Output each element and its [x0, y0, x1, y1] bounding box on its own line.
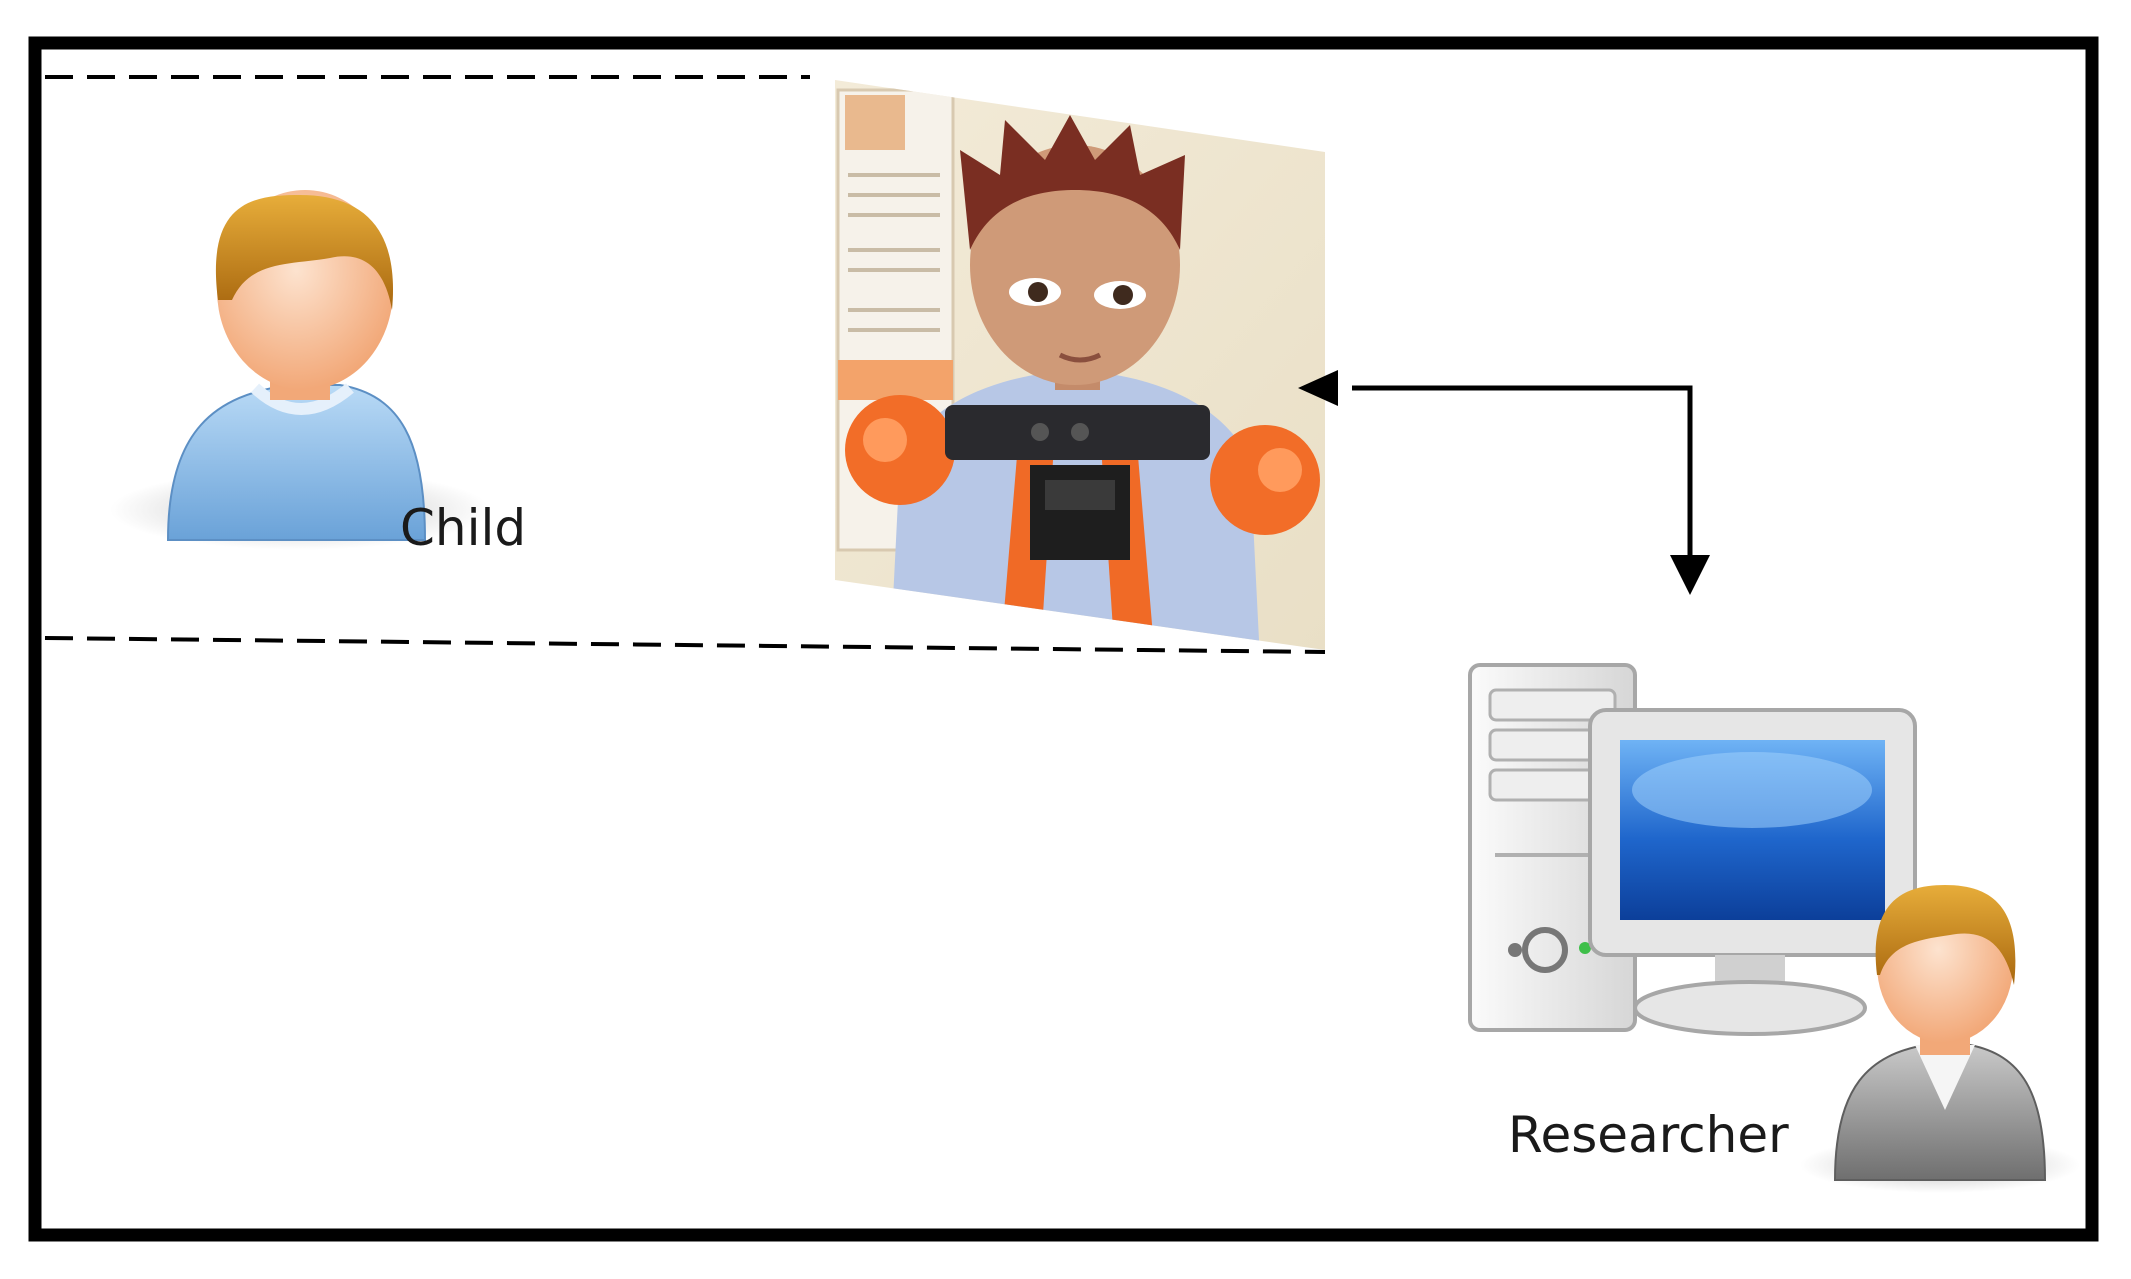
bidirectional-arrow: [1298, 370, 1710, 595]
robot-photo: [835, 80, 1325, 650]
child-user-icon: [110, 190, 490, 550]
outer-frame: [28, 36, 2099, 1242]
researcher-user-icon: [1800, 885, 2080, 1193]
desktop-computer-icon: [1468, 663, 1917, 1036]
researcher-label: Researcher: [1508, 1106, 1789, 1164]
child-label: Child: [400, 499, 526, 557]
dashed-line-bottom: [44, 636, 1326, 654]
